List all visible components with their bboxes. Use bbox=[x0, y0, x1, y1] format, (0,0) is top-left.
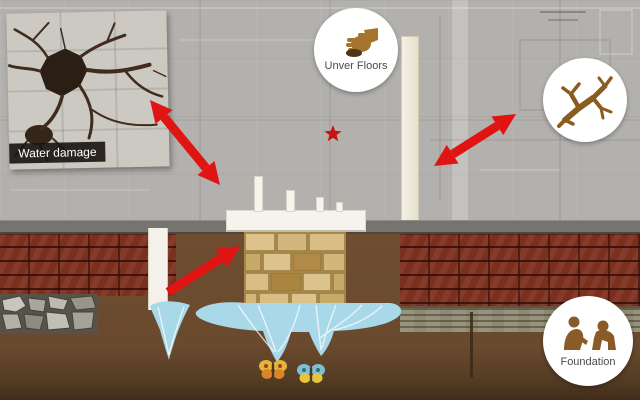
under-floors-label: Unver Floors bbox=[324, 60, 388, 72]
foundation-stones-art bbox=[244, 232, 346, 312]
butterfly-icon bbox=[259, 360, 287, 379]
brick-wall-right bbox=[400, 234, 640, 306]
water-damage-panel: Water damage bbox=[6, 10, 170, 170]
water-damage-label: Water damage bbox=[9, 141, 106, 164]
rubble-stones-art bbox=[0, 294, 98, 334]
crack-art bbox=[7, 11, 169, 169]
soil-pipe-line bbox=[470, 312, 473, 378]
callout-under-floors: Unver Floors bbox=[314, 8, 398, 92]
foundation-label: Foundation bbox=[560, 356, 616, 368]
pipe-2 bbox=[286, 190, 295, 212]
callout-foundation: Foundation bbox=[543, 296, 633, 386]
wall-post bbox=[401, 36, 419, 222]
pipe-1 bbox=[254, 176, 263, 212]
floor-slab bbox=[226, 210, 366, 232]
wall-hole bbox=[39, 48, 88, 97]
pipe-3 bbox=[316, 197, 324, 212]
brick-wall-left bbox=[0, 234, 176, 296]
butterfly-icon bbox=[297, 364, 325, 383]
downpipe bbox=[148, 228, 168, 310]
hand-holding-soil-icon bbox=[346, 28, 378, 57]
callout-roots bbox=[543, 58, 627, 142]
foundation-block bbox=[244, 232, 346, 312]
pipe-4 bbox=[336, 202, 343, 212]
rubble-stones bbox=[0, 294, 98, 334]
tree-roots-icon bbox=[557, 76, 613, 128]
crouching-people-icon bbox=[564, 316, 616, 350]
